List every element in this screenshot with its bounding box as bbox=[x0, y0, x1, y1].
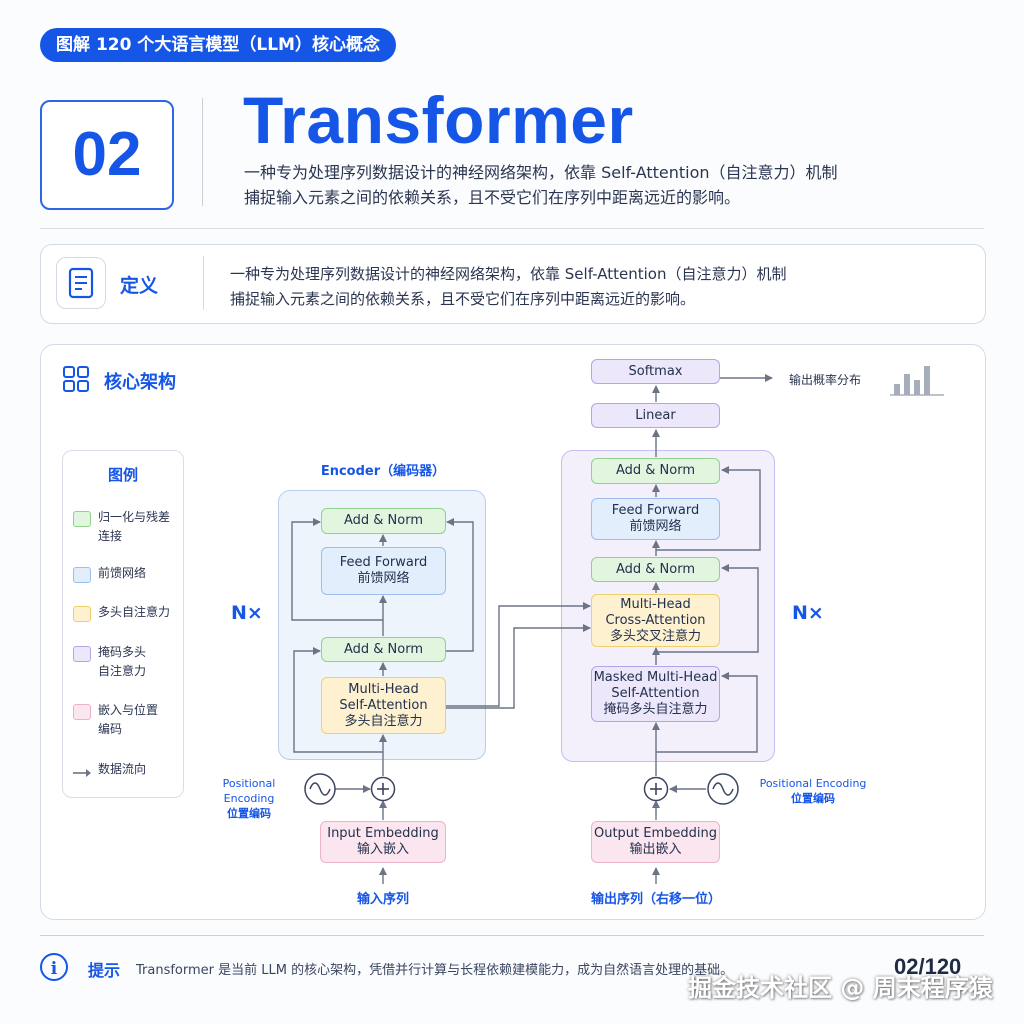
output-probability-label: 输出概率分布 bbox=[789, 373, 862, 387]
linear-block: Linear bbox=[591, 403, 720, 428]
info-icon: i bbox=[40, 953, 68, 981]
legend-swatch-blue bbox=[73, 567, 91, 583]
encoder-sine-wave-icon bbox=[304, 773, 336, 809]
legend-swatch-pink bbox=[73, 704, 91, 720]
legend-panel bbox=[62, 450, 184, 798]
page-number: 02/120 bbox=[894, 954, 962, 979]
architecture-card bbox=[40, 344, 986, 920]
tip-label: 提示 bbox=[88, 961, 121, 980]
softmax-block: Softmax bbox=[591, 359, 720, 384]
page-subtitle: 一种专为处理序列数据设计的神经网络架构，依靠 Self-Attention（自注… bbox=[244, 160, 944, 210]
legend-item-ff: 前馈网络 bbox=[98, 566, 147, 580]
tip-text: Transformer 是当前 LLM 的核心架构，凭借并行计算与长程依赖建模能… bbox=[136, 963, 734, 978]
decoder-add-norm-top: Add & Norm bbox=[591, 458, 720, 484]
input-sequence-label: 输入序列 bbox=[356, 892, 409, 907]
legend-swatch-yellow bbox=[73, 606, 91, 622]
watermark: 掘金技术社区 @ 周末程序猿 bbox=[688, 974, 993, 1002]
output-sequence-label: 输出序列（右移一位） bbox=[590, 892, 721, 907]
legend-item-norm: 归一化与残差连接 bbox=[98, 510, 171, 543]
architecture-title: 核心架构 bbox=[104, 372, 176, 393]
legend-swatch-green bbox=[73, 511, 91, 527]
definition-divider bbox=[203, 256, 204, 310]
decoder-nx-label: N× bbox=[792, 602, 824, 624]
encoder-add-icon bbox=[370, 776, 396, 806]
definition-line-1: 一种专为处理序列数据设计的神经网络架构，依靠 Self-Attention（自注… bbox=[230, 265, 787, 283]
header-separator bbox=[40, 228, 984, 229]
document-icon bbox=[56, 257, 106, 309]
page-title: Transformer bbox=[243, 83, 634, 157]
legend-swatch-purple bbox=[73, 646, 91, 662]
grid-icon bbox=[62, 365, 90, 397]
definition-label: 定义 bbox=[120, 275, 159, 297]
legend-item-mha: 多头自注意力 bbox=[98, 605, 171, 619]
decoder-sine-wave-icon bbox=[707, 773, 739, 809]
legend-item-embedding: 嵌入与位置编码 bbox=[98, 703, 159, 736]
subtitle-line-1: 一种专为处理序列数据设计的神经网络架构，依靠 Self-Attention（自注… bbox=[244, 163, 838, 182]
decoder-add-norm-mid: Add & Norm bbox=[591, 557, 720, 582]
footer-separator bbox=[40, 935, 984, 936]
encoder-add-norm-bottom: Add & Norm bbox=[321, 637, 446, 662]
encoder-nx-label: N× bbox=[231, 602, 263, 624]
decoder-add-icon bbox=[643, 776, 669, 806]
legend-item-masked: 掩码多头自注意力 bbox=[98, 645, 147, 678]
encoder-add-norm-top: Add & Norm bbox=[321, 508, 446, 534]
series-title-pill: 图解 120 个大语言模型（LLM）核心概念 bbox=[40, 28, 396, 62]
arrow-right-icon bbox=[72, 764, 92, 783]
bar-chart-icon bbox=[888, 360, 946, 402]
definition-text: 一种专为处理序列数据设计的神经网络架构，依靠 Self-Attention（自注… bbox=[230, 262, 950, 312]
definition-line-2: 捕捉输入元素之间的依赖关系，且不受它们在序列中距离远近的影响。 bbox=[230, 290, 696, 308]
encoder-title: Encoder（编码器） bbox=[320, 464, 446, 479]
subtitle-line-2: 捕捉输入元素之间的依赖关系，且不受它们在序列中距离远近的影响。 bbox=[244, 188, 741, 207]
header-divider bbox=[202, 98, 203, 206]
legend-title: 图例 bbox=[107, 466, 138, 484]
legend-flow-label: 数据流向 bbox=[98, 762, 147, 776]
concept-number: 02 bbox=[40, 100, 174, 210]
definition-card bbox=[40, 244, 986, 324]
